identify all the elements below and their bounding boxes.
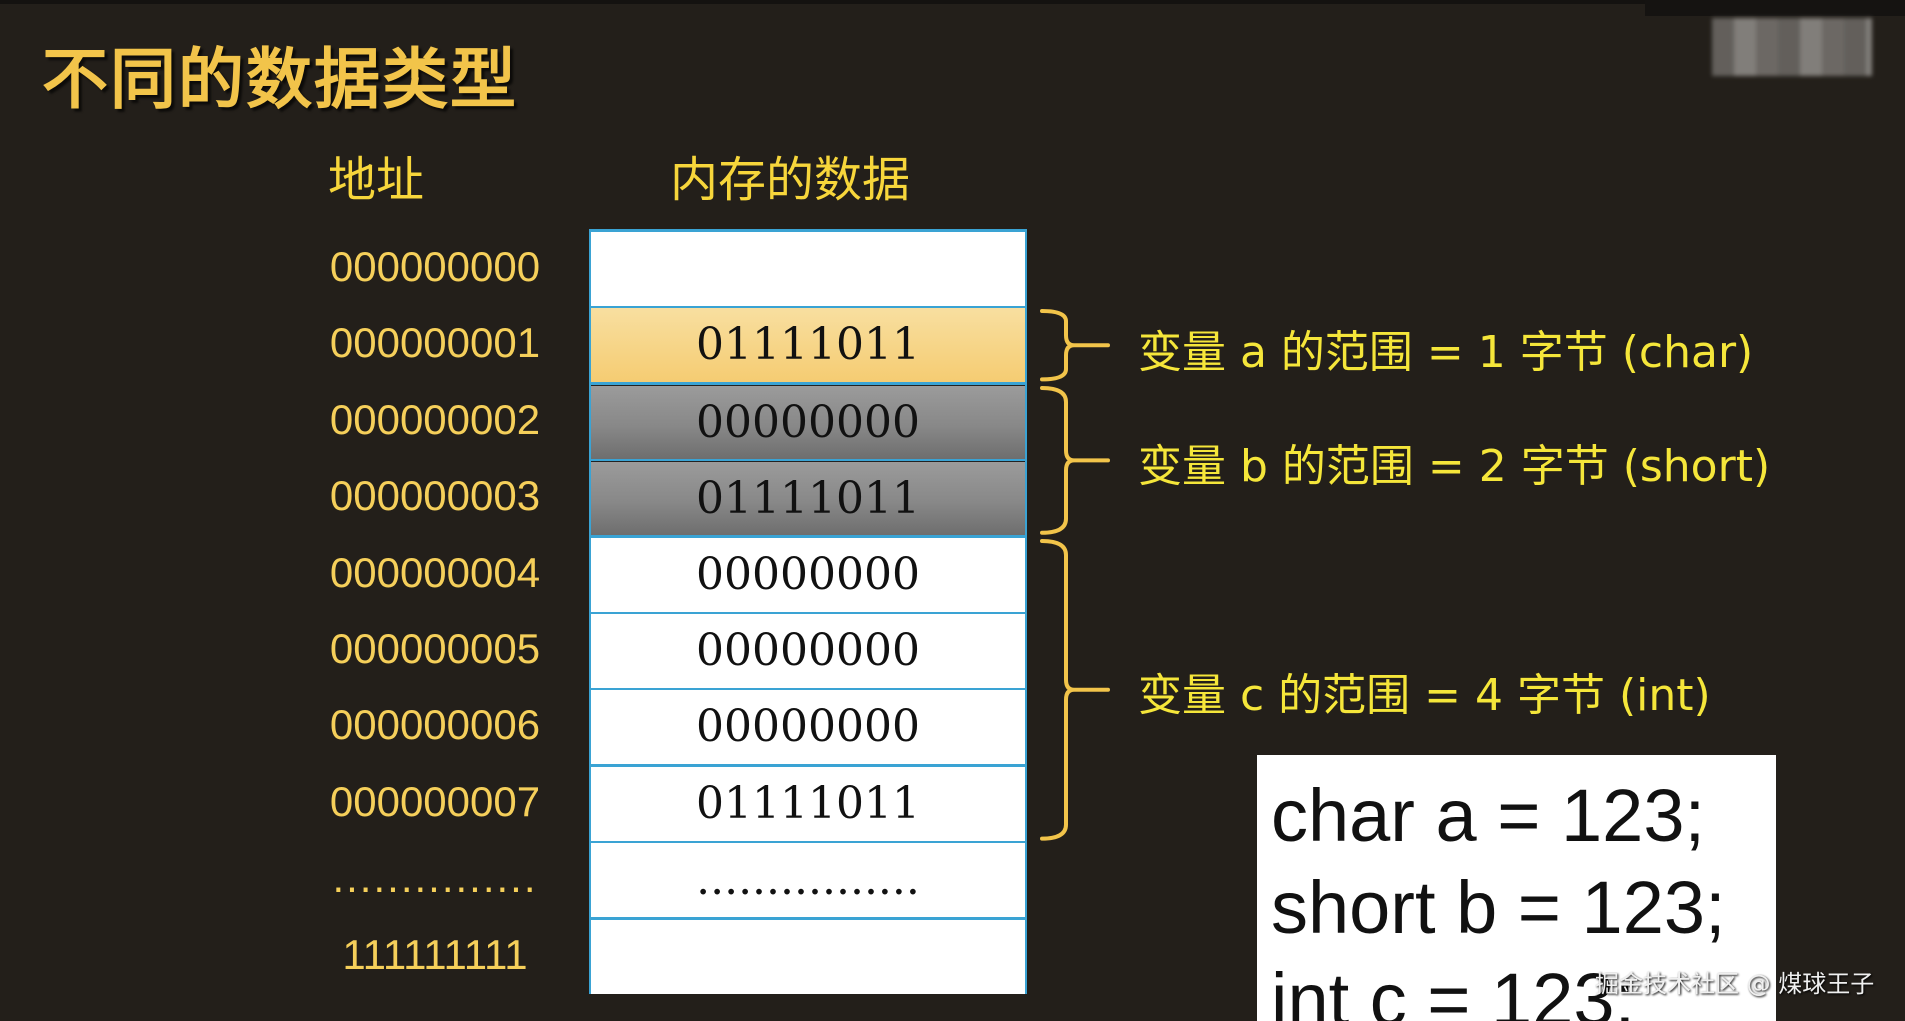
memory-cell: 01111011	[591, 308, 1025, 383]
address-label: 000000002	[329, 395, 541, 443]
address-label: 000000007	[329, 777, 541, 825]
memory-cell: 00000000	[591, 537, 1025, 612]
top-right-bar	[1645, 0, 1905, 16]
range-label: 变量 b 的范围 = 2 字节 (short)	[1138, 441, 1771, 493]
slide-title: 不同的数据类型	[42, 41, 518, 118]
range-brace	[1040, 309, 1110, 382]
address-header: 地址	[328, 152, 425, 208]
memory-cell: 00000000	[591, 690, 1025, 765]
watermark: 掘金技术社区 @ 煤球王子	[1595, 970, 1875, 998]
memory-cell: 01111011	[591, 461, 1025, 536]
blurred-logo	[1712, 18, 1872, 76]
range-brace	[1040, 538, 1110, 841]
memory-cell: 01111011	[591, 766, 1025, 841]
address-label: 000000004	[329, 548, 541, 596]
address-label: 111111111	[342, 930, 528, 978]
range-label: 变量 c 的范围 = 4 字节 (int)	[1138, 670, 1711, 722]
memory-cell	[591, 919, 1025, 994]
memory-cell: 00000000	[591, 384, 1025, 459]
address-label: 000000003	[329, 472, 541, 520]
memory-cell	[591, 232, 1025, 306]
code-line-int: int c = 123;	[1271, 958, 1636, 1021]
code-line-short: short b = 123;	[1271, 866, 1726, 949]
memory-cell: 00000000	[591, 614, 1025, 688]
code-box: char a = 123; short b = 123; int c = 123…	[1257, 755, 1776, 1021]
memory-header: 内存的数据	[670, 152, 911, 208]
address-label: 000000001	[329, 319, 541, 367]
top-edge	[0, 0, 1905, 4]
address-label: 000000000	[329, 243, 541, 290]
address-label: ...............	[332, 854, 538, 902]
range-brace	[1040, 385, 1110, 535]
code-line-char: char a = 123;	[1271, 774, 1706, 857]
address-label: 000000005	[329, 625, 541, 672]
memory-cell: ................	[591, 843, 1025, 918]
address-label: 000000006	[329, 701, 541, 749]
range-label: 变量 a 的范围 = 1 字节 (char)	[1138, 326, 1754, 378]
